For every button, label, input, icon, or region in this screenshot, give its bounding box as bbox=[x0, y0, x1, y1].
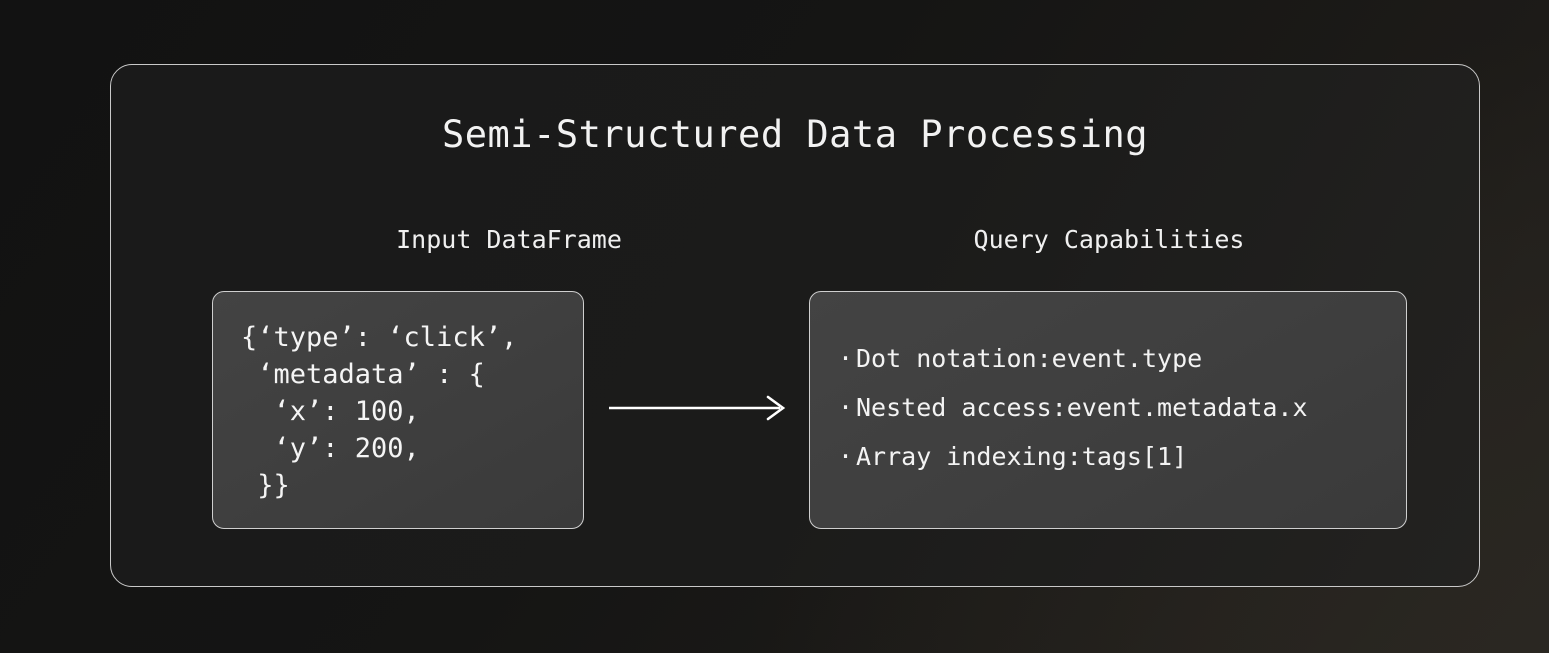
input-dataframe-card: {‘type’: ‘click’, ‘metadata’ : { ‘x’: 10… bbox=[212, 291, 584, 529]
bullet-icon: · bbox=[838, 442, 854, 471]
list-item-label: Nested access:event.metadata.x bbox=[856, 393, 1308, 422]
list-item: · Nested access:event.metadata.x bbox=[838, 383, 1308, 432]
query-capabilities-list: · Dot notation:event.type · Nested acces… bbox=[838, 334, 1308, 481]
bullet-icon: · bbox=[838, 344, 854, 373]
bullet-icon: · bbox=[838, 393, 854, 422]
query-capabilities-heading: Query Capabilities bbox=[973, 225, 1245, 254]
query-capabilities-card: · Dot notation:event.type · Nested acces… bbox=[809, 291, 1407, 529]
page-title: Semi-Structured Data Processing bbox=[441, 113, 1149, 156]
list-item-label: Dot notation:event.type bbox=[856, 344, 1203, 373]
list-item-label: Array indexing:tags[1] bbox=[856, 442, 1188, 471]
diagram-panel: Semi-Structured Data Processing Input Da… bbox=[110, 64, 1480, 587]
input-json-code: {‘type’: ‘click’, ‘metadata’ : { ‘x’: 10… bbox=[241, 322, 518, 501]
right-arrow-icon bbox=[609, 395, 786, 421]
list-item: · Dot notation:event.type bbox=[838, 334, 1308, 383]
list-item: · Array indexing:tags[1] bbox=[838, 432, 1308, 481]
input-dataframe-heading: Input DataFrame bbox=[396, 225, 622, 254]
